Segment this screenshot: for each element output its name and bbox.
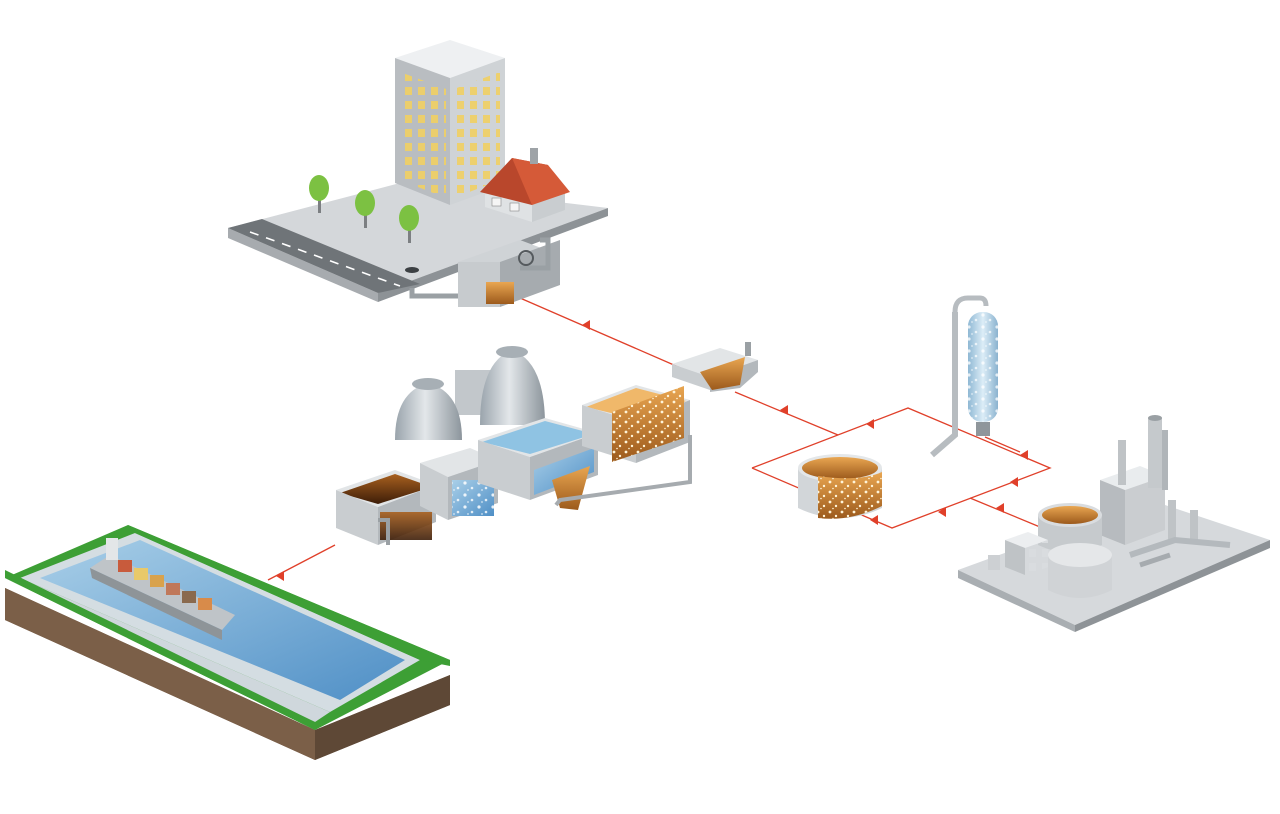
ship-icon [90,538,235,640]
flow-arrow [1020,450,1028,460]
flow-arrow [938,507,946,517]
flow-arrow [780,405,788,415]
flow-arrow [1010,477,1018,487]
grit-tank-icon [420,448,498,520]
tower-icon [930,295,998,458]
clarifier-icon [554,385,692,507]
flow-arrows [276,320,1028,581]
flow-lines [267,297,1052,581]
river-ship-icon [5,525,450,760]
tree-icon [355,190,375,228]
digester-tanks-icon [395,346,545,440]
factory-icon [958,415,1270,632]
flow-arrow [276,571,284,581]
tree-icon [399,205,419,243]
tree-icon [309,175,329,213]
hopper-tank-icon [672,342,758,392]
flow-arrow [866,419,874,429]
flow-arrow [870,515,878,525]
screen-tank-icon [336,470,436,545]
city-buildings-icon [228,40,608,307]
flow-arrow [582,320,590,330]
flow-city-to-hopper [519,297,691,373]
flow-reactor-loop [751,407,1052,529]
aeration-tank-icon [478,418,598,510]
flow-factory-to-loop [969,497,1041,528]
flow-arrow [996,503,1004,513]
round-reactor-icon [798,454,882,519]
flow-tower-to-loop [984,436,1021,453]
